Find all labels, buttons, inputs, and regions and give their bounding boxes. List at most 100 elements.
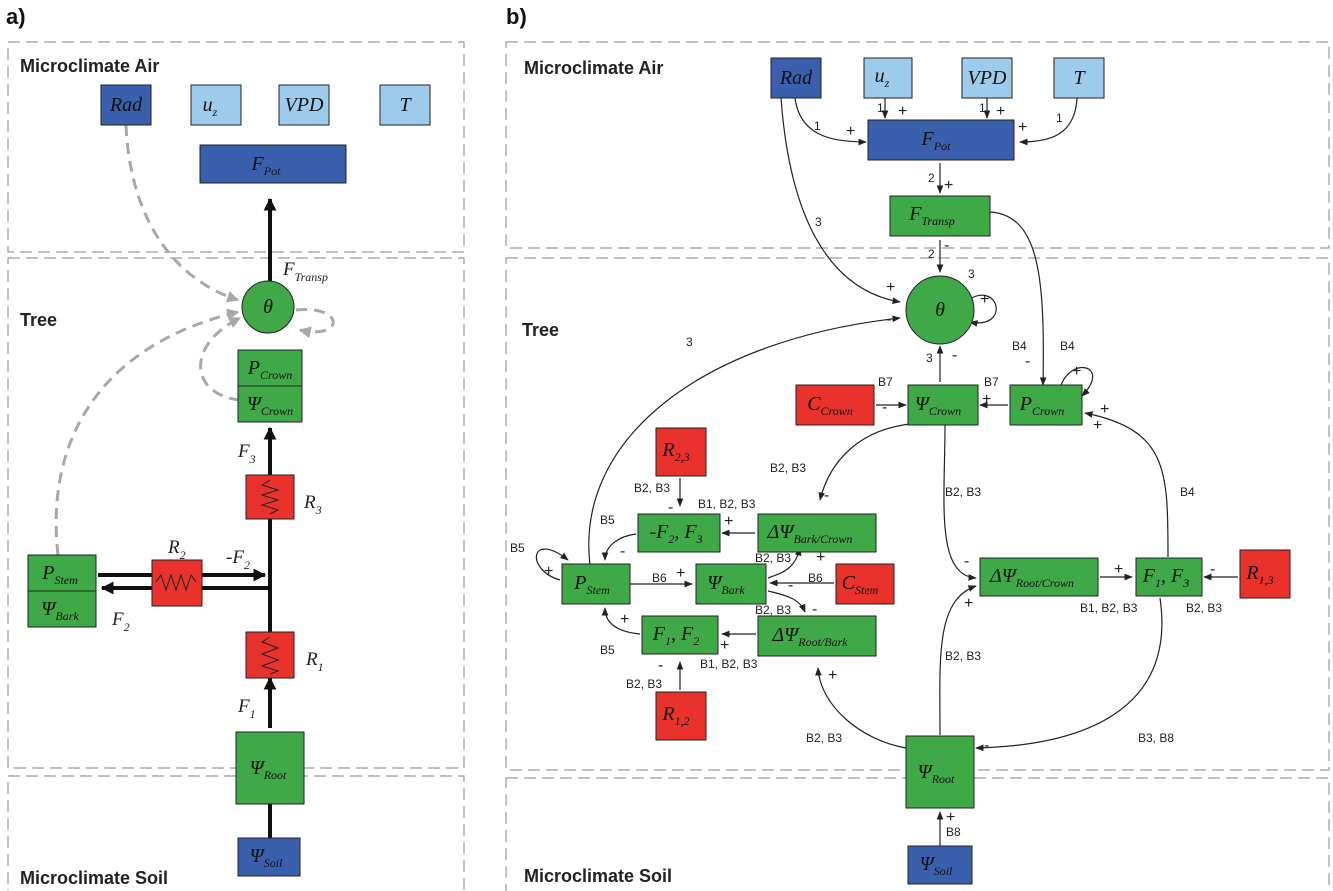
psiroot-box-b: ΨRoot [905,735,975,809]
svg-text:ΨRoot: ΨRoot [918,761,955,786]
svg-text:+: + [676,565,685,582]
svg-text:FPot: FPot [251,153,282,178]
svg-text:-F2, F3: -F2, F3 [649,521,702,546]
svg-text:ΨCrown: ΨCrown [915,393,961,418]
svg-text:B2, B3: B2, B3 [945,485,981,499]
vpd-box-b: VPD [961,57,1013,99]
svg-text:2: 2 [928,247,935,261]
svg-text:-: - [1025,353,1030,370]
svg-text:-: - [882,399,887,416]
svg-text:+: + [1018,119,1027,136]
svg-text:-: - [824,487,829,504]
ftransp-label-a: FTransp [282,259,328,284]
svg-text:-: - [658,657,663,674]
fpot-box-b: FPot [867,119,1015,161]
edge-labels-b: 1 1 1 1 2 2 3 3 3 3 B4 B4 B4 B7 B7 B2, B… [510,101,1222,839]
panel-a-label: a) [6,4,26,29]
air-zone-a [7,41,465,253]
svg-text:ΨSoil: ΨSoil [920,853,953,878]
zone-label-tree-b: Tree [522,320,559,340]
svg-text:VPD: VPD [285,94,324,116]
f2f3-box-b: -F2, F3 [637,513,721,553]
connectors-b [535,97,1238,846]
svg-text:ΔΨRoot/Crown: ΔΨRoot/Crown [989,565,1074,590]
svg-text:B1, B2, B3: B1, B2, B3 [1080,601,1138,615]
ftransp-box-b: FTransp [889,195,991,237]
svg-text:+: + [898,103,907,120]
t-box-b: T [1053,57,1105,99]
svg-text:ΔΨRoot/Bark: ΔΨRoot/Bark [771,624,848,649]
svg-text:uz: uz [875,65,890,90]
zone-label-air-b: Microclimate Air [524,58,663,78]
svg-text:-: - [620,543,625,560]
f2-label-a: F2 [111,609,130,634]
svg-text:F1, F3: F1, F3 [1142,565,1189,590]
r12-box-b: R1,2 [655,691,707,741]
svg-text:uz: uz [203,94,218,119]
svg-text:ΨBark: ΨBark [41,598,79,623]
svg-text:1: 1 [814,119,821,133]
psibark-box-b: ΨBark [695,563,767,605]
panel-b-label: b) [506,4,527,29]
svg-text:B5: B5 [510,541,525,555]
svg-text:+: + [946,809,955,826]
psisoil-box-b: ΨSoil [907,845,973,885]
pstem-box-b: PStem [561,563,631,605]
svg-text:1: 1 [979,101,986,115]
svg-text:-: - [964,553,969,570]
soil-zone-b [505,777,1330,891]
svg-text:ΨCrown: ΨCrown [247,393,293,418]
svg-text:B5: B5 [600,513,615,527]
svg-text:+: + [816,549,825,566]
svg-text:+: + [544,563,553,580]
svg-text:ΔΨBark/Crown: ΔΨBark/Crown [767,521,853,546]
gray-feedback-curves-a [54,124,335,556]
svg-text:+: + [886,279,895,296]
svg-text:B2, B3: B2, B3 [806,731,842,745]
svg-text:VPD: VPD [968,67,1007,89]
svg-text:+: + [720,637,729,654]
dpsi-bark-crown-box-b: ΔΨBark/Crown [757,513,877,553]
zone-label-tree-a: Tree [20,310,57,330]
svg-text:-: - [886,311,891,328]
main-flow-arrows-a [98,197,277,840]
svg-text:B6: B6 [652,571,667,585]
svg-text:B7: B7 [984,375,999,389]
svg-text:R2,3: R2,3 [661,439,689,464]
svg-text:F1, F2: F1, F2 [652,623,699,648]
svg-text:PCrown: PCrown [1019,393,1064,418]
svg-text:+: + [1093,417,1102,434]
svg-text:ΨSoil: ΨSoil [250,845,283,870]
air-zone-b [505,41,1330,249]
u-box-a: uz [190,84,242,126]
svg-text:+: + [982,391,991,408]
svg-text:-: - [984,737,989,754]
rad-box-b: Rad [770,57,822,99]
svg-text:+: + [724,513,733,530]
fpot-box-a: FPot [199,144,347,184]
r13-box-b: R1,3 [1239,549,1291,599]
theta-node-a: θ [241,280,295,334]
r2-label-a: R2 [167,537,186,562]
r3-resistor-a [245,474,295,520]
f3-label-a: F3 [237,441,256,466]
svg-text:PStem: PStem [41,562,78,587]
svg-text:B2, B3: B2, B3 [1186,601,1222,615]
svg-text:2: 2 [928,171,935,185]
svg-text:ΨBark: ΨBark [707,572,745,597]
svg-text:T: T [1073,67,1086,89]
svg-text:1: 1 [877,101,884,115]
r1-resistor-a [245,631,295,679]
svg-text:Rad: Rad [779,67,813,89]
psicrown-box-b: ΨCrown [907,384,979,426]
svg-text:+: + [846,123,855,140]
svg-text:-: - [1210,561,1215,578]
svg-text:B2, B3: B2, B3 [770,461,806,475]
svg-text:B2, B3: B2, B3 [945,649,981,663]
svg-text:B2, B3: B2, B3 [755,551,791,565]
psisoil-box-a: ΨSoil [237,837,301,877]
f1f2-box-b: F1, F2 [641,615,719,655]
svg-text:Rad: Rad [109,94,143,116]
svg-text:B3, B8: B3, B8 [1138,731,1174,745]
